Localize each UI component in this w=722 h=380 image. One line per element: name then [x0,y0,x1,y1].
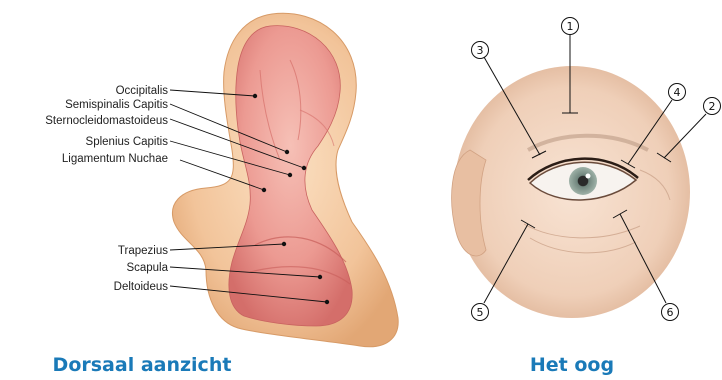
marker-2-text: 2 [709,100,716,113]
label-semispinalis: Semispinalis Capitis [65,99,168,111]
dot-ligamentum [262,188,266,192]
dot-occipitalis [253,94,257,98]
marker-5-text: 5 [477,306,484,319]
iris [569,167,597,195]
label-splenius: Splenius Capitis [86,136,169,148]
marker-4-text: 4 [674,86,681,99]
label-occipitalis: Occipitalis [116,85,169,97]
dot-deltoideus [325,300,329,304]
marker-1-text: 1 [567,20,574,33]
caption-eye: Het oog [530,354,614,376]
pupil-highlight [586,174,591,179]
dot-sternocleido [302,166,306,170]
label-sternocleido: Sternocleidomastoideus [45,115,168,127]
label-trapezius: Trapezius [118,245,168,257]
marker-3-text: 3 [477,44,484,57]
label-ligamentum: Ligamentum Nuchae [62,153,168,165]
marker-6-text: 6 [667,306,674,319]
left-labels: Occipitalis Semispinalis Capitis Sternoc… [45,85,168,293]
dot-scapula [318,275,322,279]
caption-dorsal: Dorsaal aanzicht [53,354,232,376]
dot-semispinalis [285,150,289,154]
dot-splenius [288,173,292,177]
dot-trapezius [282,242,286,246]
dorsal-figure [172,13,398,346]
label-scapula: Scapula [126,262,168,274]
label-deltoideus: Deltoideus [114,281,169,293]
